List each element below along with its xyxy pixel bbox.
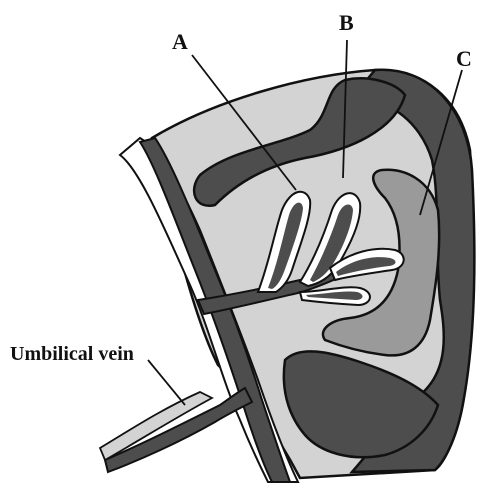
label-c: C (456, 46, 472, 71)
leader-line-vein (148, 360, 185, 405)
vein-lower-branch (105, 388, 252, 472)
label-b: B (339, 10, 354, 35)
label-a: A (172, 29, 188, 54)
label-umbilical-vein: Umbilical vein (10, 343, 134, 365)
